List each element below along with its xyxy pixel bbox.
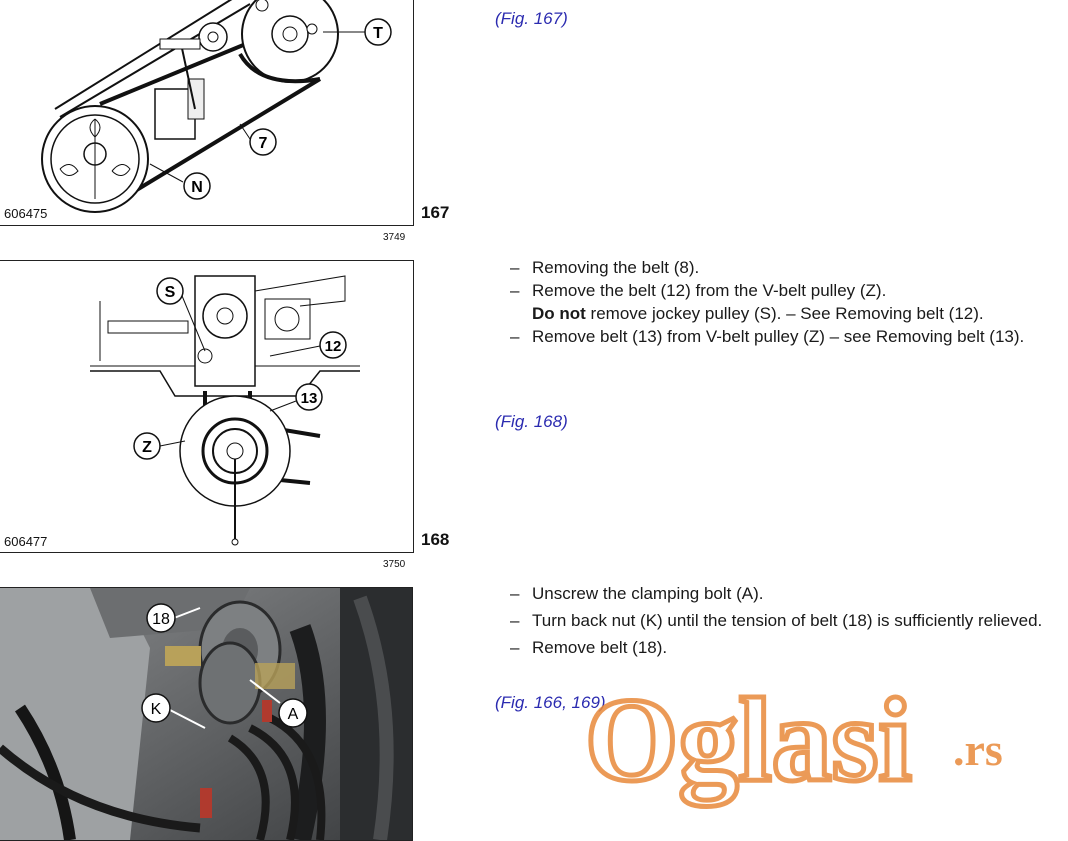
figure-code: 3749	[383, 232, 406, 243]
watermark-tld: .rs	[953, 724, 1003, 775]
drawing-id: 606475	[4, 206, 48, 221]
step-item: –Remove the belt (12) from the V-belt pu…	[510, 281, 984, 323]
callout-13: 13	[301, 390, 318, 407]
callout-t: T	[373, 25, 383, 42]
callout-n: N	[191, 179, 203, 196]
step-item: –Removing the belt (8).	[510, 258, 700, 277]
callout-k: K	[151, 701, 162, 718]
callout-s: S	[165, 284, 176, 301]
callout-a: A	[288, 706, 299, 723]
figure-reference: (Fig. 168)	[495, 412, 568, 431]
figure-168: S 12 13 Z 606477	[0, 260, 414, 553]
figure-reference: (Fig. 167)	[495, 9, 568, 28]
figure-number: 167	[421, 203, 450, 222]
figure-169-photo: 18 K A	[0, 587, 413, 841]
figure-167-drawing: T 7 N	[41, 0, 392, 213]
figure-168-drawing: S 12 13 Z	[90, 275, 360, 546]
figure-number: 168	[421, 530, 450, 549]
photo-illustration: 18 K A	[0, 588, 412, 840]
step-item: –Remove belt (13) from V-belt pulley (Z)…	[510, 327, 1025, 346]
warning-emphasis: Do not	[532, 304, 586, 323]
step-item: –Turn back nut (K) until the tension of …	[510, 611, 1043, 630]
step-item: –Remove belt (18).	[510, 638, 668, 657]
oglasi-watermark-logo: Oglasi .rs	[585, 671, 1003, 810]
callout-z: Z	[142, 439, 152, 456]
step-item: –Unscrew the clamping bolt (A).	[510, 584, 764, 603]
step-list-168: –Removing the belt (8). –Remove the belt…	[510, 256, 1024, 348]
figure-code: 3750	[383, 559, 406, 570]
step-list-169: –Unscrew the clamping bolt (A). –Turn ba…	[510, 582, 1042, 659]
callout-18: 18	[152, 611, 170, 628]
drawing-id: 606477	[4, 534, 48, 549]
callout-12: 12	[325, 338, 342, 355]
callout-7: 7	[259, 135, 268, 152]
watermark-brand: Oglasi	[585, 673, 912, 807]
figure-reference: (Fig. 166, 169)	[495, 693, 606, 712]
figure-167: T 7 N 606475	[0, 0, 414, 226]
